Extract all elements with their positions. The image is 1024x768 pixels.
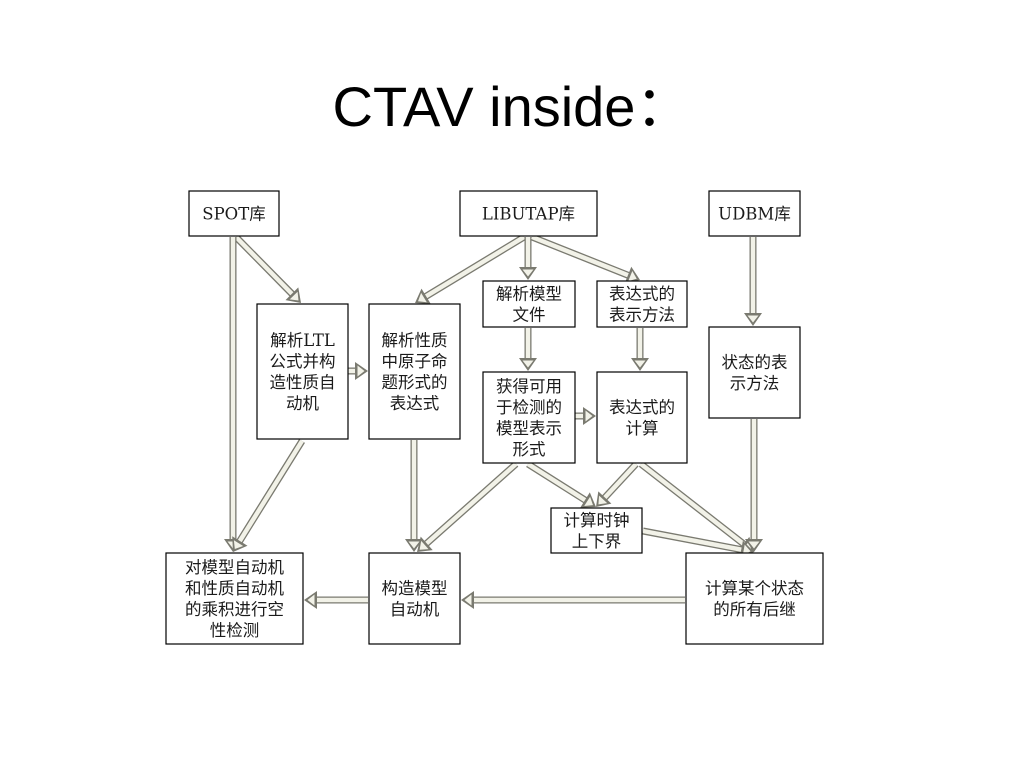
node-label-line: 对模型自动机 xyxy=(185,558,285,577)
arrow-libutap-to-parse_model xyxy=(519,237,537,280)
arrow-successors-to-build_model xyxy=(461,591,685,609)
node-box xyxy=(256,303,349,440)
arrow-libutap-to-atomic_props xyxy=(415,234,526,304)
node-box xyxy=(368,303,461,440)
node-label-line: 表达式的 xyxy=(609,285,675,304)
node-box xyxy=(596,371,688,464)
node-label-line: SPOT库 xyxy=(202,205,265,224)
node-label-line: 表示方法 xyxy=(609,306,675,325)
node-label-line: 的所有后继 xyxy=(713,600,796,619)
node-label-line: 文件 xyxy=(513,306,546,325)
arrow-build_model-to-product_check xyxy=(304,591,368,609)
node-box xyxy=(482,280,576,328)
node-label-line: 获得可用 xyxy=(496,377,562,396)
node-label-line: 性检测 xyxy=(210,621,260,640)
arrow-parse_model-to-model_repr xyxy=(519,328,537,371)
node-box xyxy=(165,552,304,645)
node-box xyxy=(368,552,461,645)
node-label-line: 计算某个状态 xyxy=(705,579,804,598)
node-spot: SPOT库 xyxy=(188,190,280,237)
node-label-line: 于检测的 xyxy=(496,398,562,417)
node-box xyxy=(708,326,801,419)
arrow-ltl_automaton-to-product_check xyxy=(232,439,305,552)
node-label-line: 解析模型 xyxy=(496,285,562,304)
node-label-line: UDBM库 xyxy=(718,205,791,224)
arrow-libutap-to-expr_repr xyxy=(530,233,640,284)
node-label-line: LIBUTAP库 xyxy=(482,205,575,224)
edge-layer xyxy=(224,233,763,609)
node-box xyxy=(685,552,824,645)
node-label-line: 表达式 xyxy=(390,394,440,413)
node-label-line: 动机 xyxy=(286,394,320,413)
node-box xyxy=(188,190,280,237)
node-label-line: 状态的表 xyxy=(722,353,788,372)
node-label-line: 自动机 xyxy=(390,600,440,619)
node-label-line: 解析性质 xyxy=(382,331,448,350)
node-label-line: 形式 xyxy=(513,440,546,459)
arrow-udbm-to-state_repr xyxy=(744,237,762,326)
arrow-expr_repr-to-expr_calc xyxy=(631,328,649,371)
node-label-line: 表达式的 xyxy=(609,398,675,417)
node-label-line: 解析LTL xyxy=(270,331,335,350)
arrow-model_repr-to-expr_calc xyxy=(575,407,596,425)
node-label-line: 计算 xyxy=(626,419,659,438)
node-box xyxy=(459,190,598,237)
node-label-line: 的乘积进行空 xyxy=(185,600,284,619)
node-label-line: 构造模型 xyxy=(382,579,448,598)
node-label-line: 模型表示 xyxy=(496,419,562,438)
node-label-line: 计算时钟 xyxy=(564,511,630,530)
node-box xyxy=(550,507,643,554)
node-label-line: 和性质自动机 xyxy=(185,579,285,598)
arrow-spot-to-product_check xyxy=(224,237,242,552)
arrow-model_repr-to-clock_bounds xyxy=(526,461,596,508)
slide-title: CTAV inside： xyxy=(332,75,692,138)
arrow-model_repr-to-build_model xyxy=(417,461,519,552)
arrow-atomic_props-to-build_model xyxy=(405,440,423,552)
node-box xyxy=(482,371,576,464)
node-label-line: 题形式的 xyxy=(382,373,448,392)
node-udbm: UDBM库 xyxy=(708,190,801,237)
arrow-expr_calc-to-clock_bounds xyxy=(596,461,639,507)
arrow-spot-to-ltl_automaton xyxy=(233,234,301,303)
node-label-line: 公式并构 xyxy=(270,352,336,371)
node-label-line: 中原子命 xyxy=(382,352,448,371)
node-libutap: LIBUTAP库 xyxy=(459,190,598,237)
arrow-state_repr-to-successors xyxy=(745,419,763,552)
node-label-line: 造性质自 xyxy=(270,373,336,392)
node-box xyxy=(708,190,801,237)
node-box xyxy=(596,280,688,328)
node-label-line: 示方法 xyxy=(730,374,780,393)
node-label-line: 上下界 xyxy=(572,532,622,551)
arrow-ltl_automaton-to-atomic_props xyxy=(348,362,368,380)
